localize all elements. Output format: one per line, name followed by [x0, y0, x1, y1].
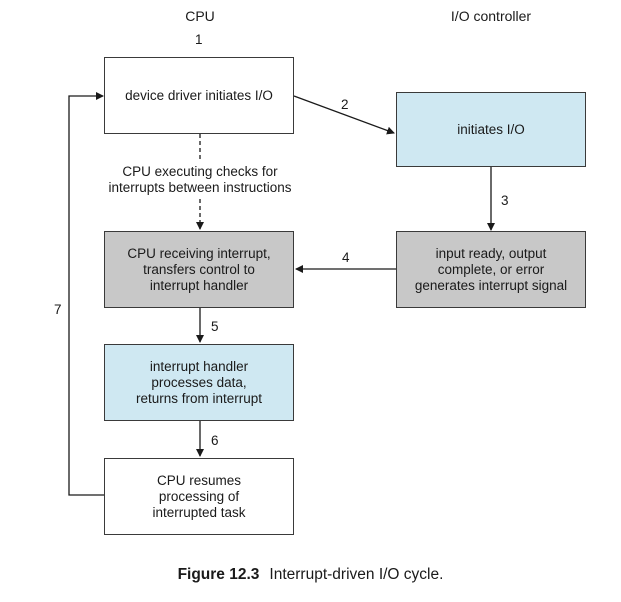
input-ready-box: input ready, output complete, or error g…: [396, 231, 586, 308]
initiates-io-text: initiates I/O: [457, 121, 525, 137]
step-label-2: 2: [341, 97, 349, 112]
cpu-resumes-box: CPU resumes processing of interrupted ta…: [104, 458, 294, 535]
cpu-column-header: CPU: [185, 8, 215, 24]
figure-title: Interrupt-driven I/O cycle.: [269, 566, 444, 583]
step-label-7: 7: [54, 302, 62, 317]
cpu-receiving-interrupt-text: CPU receiving interrupt, transfers contr…: [127, 245, 271, 293]
io-controller-column-header: I/O controller: [450, 8, 532, 24]
step-label-3: 3: [501, 193, 509, 208]
cpu-resumes-text: CPU resumes processing of interrupted ta…: [152, 472, 246, 520]
step-label-6: 6: [211, 433, 219, 448]
device-driver-text: device driver initiates I/O: [125, 87, 273, 103]
device-driver-box: device driver initiates I/O: [104, 57, 294, 134]
interrupt-handler-text: interrupt handler processes data, return…: [135, 358, 263, 406]
input-ready-text: input ready, output complete, or error g…: [414, 245, 568, 293]
interrupt-handler-box: interrupt handler processes data, return…: [104, 344, 294, 421]
figure-caption: Figure 12.3 Interrupt-driven I/O cycle.: [0, 566, 621, 584]
initiates-io-box: initiates I/O: [396, 92, 586, 167]
arrow-step-7: [68, 92, 104, 496]
cpu-receiving-interrupt-box: CPU receiving interrupt, transfers contr…: [104, 231, 294, 308]
step-label-5: 5: [211, 319, 219, 334]
interrupt-check-note: CPU executing checks for interrupts betw…: [108, 164, 292, 195]
arrow-step-2: [293, 95, 395, 135]
figure-number: Figure 12.3: [177, 566, 260, 583]
step-label-1: 1: [195, 32, 203, 47]
step-label-4: 4: [342, 250, 350, 265]
